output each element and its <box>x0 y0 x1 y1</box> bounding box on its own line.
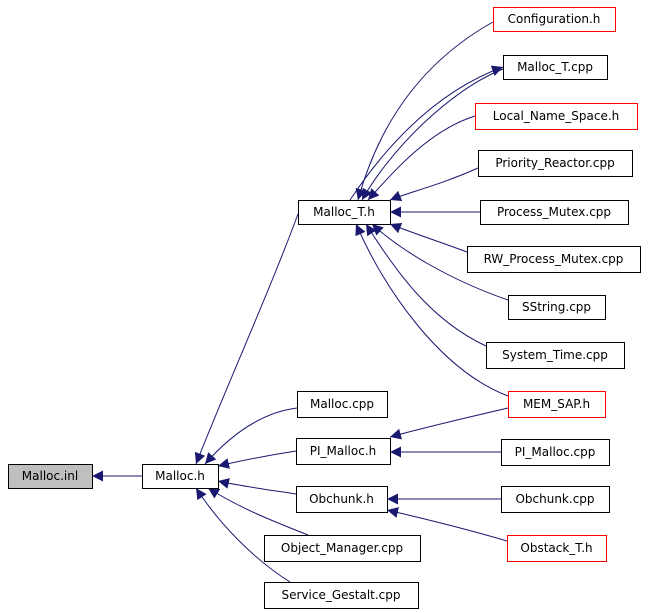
node-label: PI_Malloc.h <box>310 444 377 458</box>
node-label: Local_Name_Space.h <box>493 109 620 123</box>
node-label: Obstack_T.h <box>520 541 592 555</box>
node-object_manager_cpp[interactable]: Object_Manager.cpp <box>264 535 421 562</box>
node-label: Malloc.h <box>155 469 205 483</box>
edge-malloc_t_h-to-malloc_t_cpp <box>349 65 504 201</box>
node-obstack_t_h[interactable]: Obstack_T.h <box>507 535 607 562</box>
node-label: Malloc_T.h <box>313 205 375 219</box>
node-label: Configuration.h <box>508 12 601 26</box>
edges-layer <box>92 21 509 583</box>
node-box <box>507 535 607 562</box>
node-local_name_space_h[interactable]: Local_Name_Space.h <box>475 103 638 130</box>
edge-local_name_space_h-to-malloc_t_h <box>367 115 476 201</box>
node-box <box>493 7 616 32</box>
edge-pi_malloc_h-to-malloc_h <box>217 450 297 469</box>
edge-rw_process_mutex_cpp-to-malloc_t_h <box>389 222 468 253</box>
edge-priority_reactor_cpp-to-malloc_t_h <box>389 167 479 202</box>
node-label: Malloc_T.cpp <box>517 60 593 74</box>
node-label: Process_Mutex.cpp <box>497 205 611 219</box>
edge-malloc_t_cpp-to-malloc_t_h <box>361 68 504 201</box>
node-label: RW_Process_Mutex.cpp <box>484 252 624 266</box>
edge-object_manager_cpp-to-malloc_h <box>207 487 309 536</box>
node-malloc_cpp[interactable]: Malloc.cpp <box>297 391 388 418</box>
node-pi_malloc_h[interactable]: PI_Malloc.h <box>296 438 391 465</box>
node-rw_process_mutex_cpp[interactable]: RW_Process_Mutex.cpp <box>467 246 641 273</box>
edge-obchunk_h-to-malloc_h <box>217 478 297 495</box>
edge-malloc_cpp-to-malloc_h <box>204 407 298 465</box>
node-malloc_h[interactable]: Malloc.h <box>142 464 219 489</box>
node-label: System_Time.cpp <box>502 348 608 362</box>
edge-sstring_cpp-to-malloc_t_h <box>371 223 509 301</box>
node-box <box>475 103 638 130</box>
node-box <box>264 582 419 609</box>
node-label: Object_Manager.cpp <box>281 541 403 555</box>
node-label: MEM_SAP.h <box>523 397 590 411</box>
node-box <box>296 438 391 465</box>
node-box <box>467 246 641 273</box>
edge-obstack_t_h-to-obchunk_h <box>386 507 508 542</box>
node-box <box>503 55 608 80</box>
edge-mem_sap_h-to-malloc_t_h <box>355 223 509 397</box>
node-label: SString.cpp <box>522 300 591 314</box>
node-box <box>501 439 610 466</box>
node-box <box>297 391 388 418</box>
edge-service_gestalt_cpp-to-malloc_h <box>195 487 291 583</box>
node-label: PI_Malloc.cpp <box>515 445 596 459</box>
node-label: Priority_Reactor.cpp <box>495 156 614 170</box>
node-box <box>8 464 93 489</box>
node-box <box>480 200 629 225</box>
node-process_mutex_cpp[interactable]: Process_Mutex.cpp <box>480 200 629 225</box>
node-label: Malloc.cpp <box>310 397 374 411</box>
node-configuration_h[interactable]: Configuration.h <box>493 7 616 32</box>
node-box <box>508 295 606 320</box>
node-label: Service_Gestalt.cpp <box>281 588 400 602</box>
edge-malloc_t_h-to-malloc_h <box>194 213 299 465</box>
edge-system_time_cpp-to-malloc_t_h <box>365 223 487 347</box>
node-obchunk_cpp[interactable]: Obchunk.cpp <box>501 486 610 513</box>
node-box <box>298 200 391 225</box>
node-label: Obchunk.cpp <box>515 492 594 506</box>
node-malloc_inl: Malloc.inl <box>8 464 93 489</box>
node-obchunk_h[interactable]: Obchunk.h <box>296 486 388 513</box>
node-box <box>142 464 219 489</box>
node-label: Malloc.inl <box>22 469 78 483</box>
node-box <box>508 391 606 418</box>
node-box <box>478 150 633 177</box>
nodes-layer: Malloc.inl Malloc.h Malloc_T.h Configuratio… <box>8 7 641 609</box>
node-service_gestalt_cpp[interactable]: Service_Gestalt.cpp <box>264 582 419 609</box>
node-sstring_cpp[interactable]: SString.cpp <box>508 295 606 320</box>
edge-mem_sap_h-to-pi_malloc_h <box>389 407 509 440</box>
node-box <box>486 342 625 369</box>
node-label: Obchunk.h <box>309 492 374 506</box>
node-malloc_t_h[interactable]: Malloc_T.h <box>298 200 391 225</box>
node-priority_reactor_cpp[interactable]: Priority_Reactor.cpp <box>478 150 633 177</box>
edge-configuration_h-to-malloc_t_h <box>355 21 494 201</box>
node-system_time_cpp[interactable]: System_Time.cpp <box>486 342 625 369</box>
node-mem_sap_h[interactable]: MEM_SAP.h <box>508 391 606 418</box>
node-box <box>264 535 421 562</box>
node-malloc_t_cpp[interactable]: Malloc_T.cpp <box>503 55 608 80</box>
node-box <box>296 486 388 513</box>
node-box <box>501 486 610 513</box>
node-pi_malloc_cpp[interactable]: PI_Malloc.cpp <box>501 439 610 466</box>
